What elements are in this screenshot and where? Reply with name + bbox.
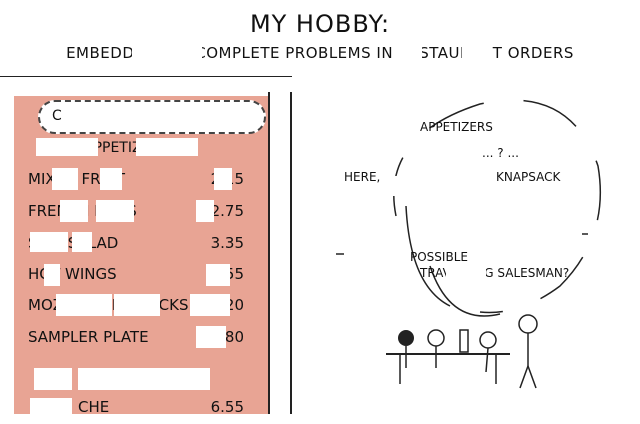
menu-binding (268, 92, 292, 414)
menu-mask-10 (72, 232, 92, 252)
menu-mask-8 (196, 200, 214, 222)
menu-item-price: 6.55 (210, 398, 244, 416)
menu-mask-4 (100, 168, 122, 190)
menu-item-price: 2.75 (210, 202, 244, 220)
menu-mask-12 (206, 264, 230, 286)
thought-label-travelling: TRAVELLING SALESMAN? (420, 266, 570, 280)
scene-mask-2 (446, 262, 486, 280)
menu-item-price: 3.35 (210, 234, 244, 252)
scene-mask-1 (382, 176, 492, 196)
menu-mask-9 (30, 232, 68, 252)
menu-mask-15 (190, 294, 230, 316)
menu-mask-19 (30, 398, 72, 414)
subtitle-mask-1 (132, 44, 202, 64)
menu-mask-3 (52, 168, 78, 190)
menu-item: SAMPLER PLATE 5.80 (28, 328, 266, 354)
left-panel (0, 76, 292, 415)
scene-drawing (336, 99, 602, 389)
menu-mask-1 (36, 138, 98, 156)
thought-label-question: ... ? ... (482, 146, 519, 160)
menu-mask-16 (196, 326, 226, 348)
menu-item: HOT WINGS 3.55 (28, 265, 266, 291)
subtitle-mask-2 (392, 44, 422, 64)
menu-mask-18 (78, 368, 210, 390)
menu-mask-17 (34, 368, 72, 390)
menu-mask-2 (136, 138, 198, 156)
menu-header-bubble: C (38, 100, 266, 134)
comic-subtitle: EMBEDDING NP-COMPLETE PROBLEMS IN RESTAU… (66, 44, 574, 62)
restaurant-scene: APPETIZERS ... ? ... HERE, KNAPSACK POSS… (300, 76, 640, 414)
menu-item-name: SAMPLER PLATE (28, 328, 149, 346)
menu-mask-6 (60, 200, 88, 222)
thought-label-knapsack: KNAPSACK (496, 170, 561, 184)
menu-item-name: HOT WINGS (28, 265, 117, 283)
menu-item-name: CHE (78, 398, 110, 416)
thought-label-possible: POSSIBLE (410, 250, 468, 264)
menu-item-partial: CHE 6.55 (28, 398, 266, 424)
subtitle-mask-3 (462, 44, 492, 64)
menu-mask-11 (44, 264, 60, 286)
menu-mask-13 (56, 294, 112, 316)
menu-header-text: C (52, 108, 62, 124)
thought-label-here: HERE, (344, 170, 381, 184)
comic-title: MY HOBBY: (249, 10, 391, 38)
menu-mask-7 (96, 200, 134, 222)
thought-label-appetizers: APPETIZERS (420, 120, 493, 134)
menu-mask-14 (114, 294, 160, 316)
menu-mask-5 (214, 168, 232, 190)
